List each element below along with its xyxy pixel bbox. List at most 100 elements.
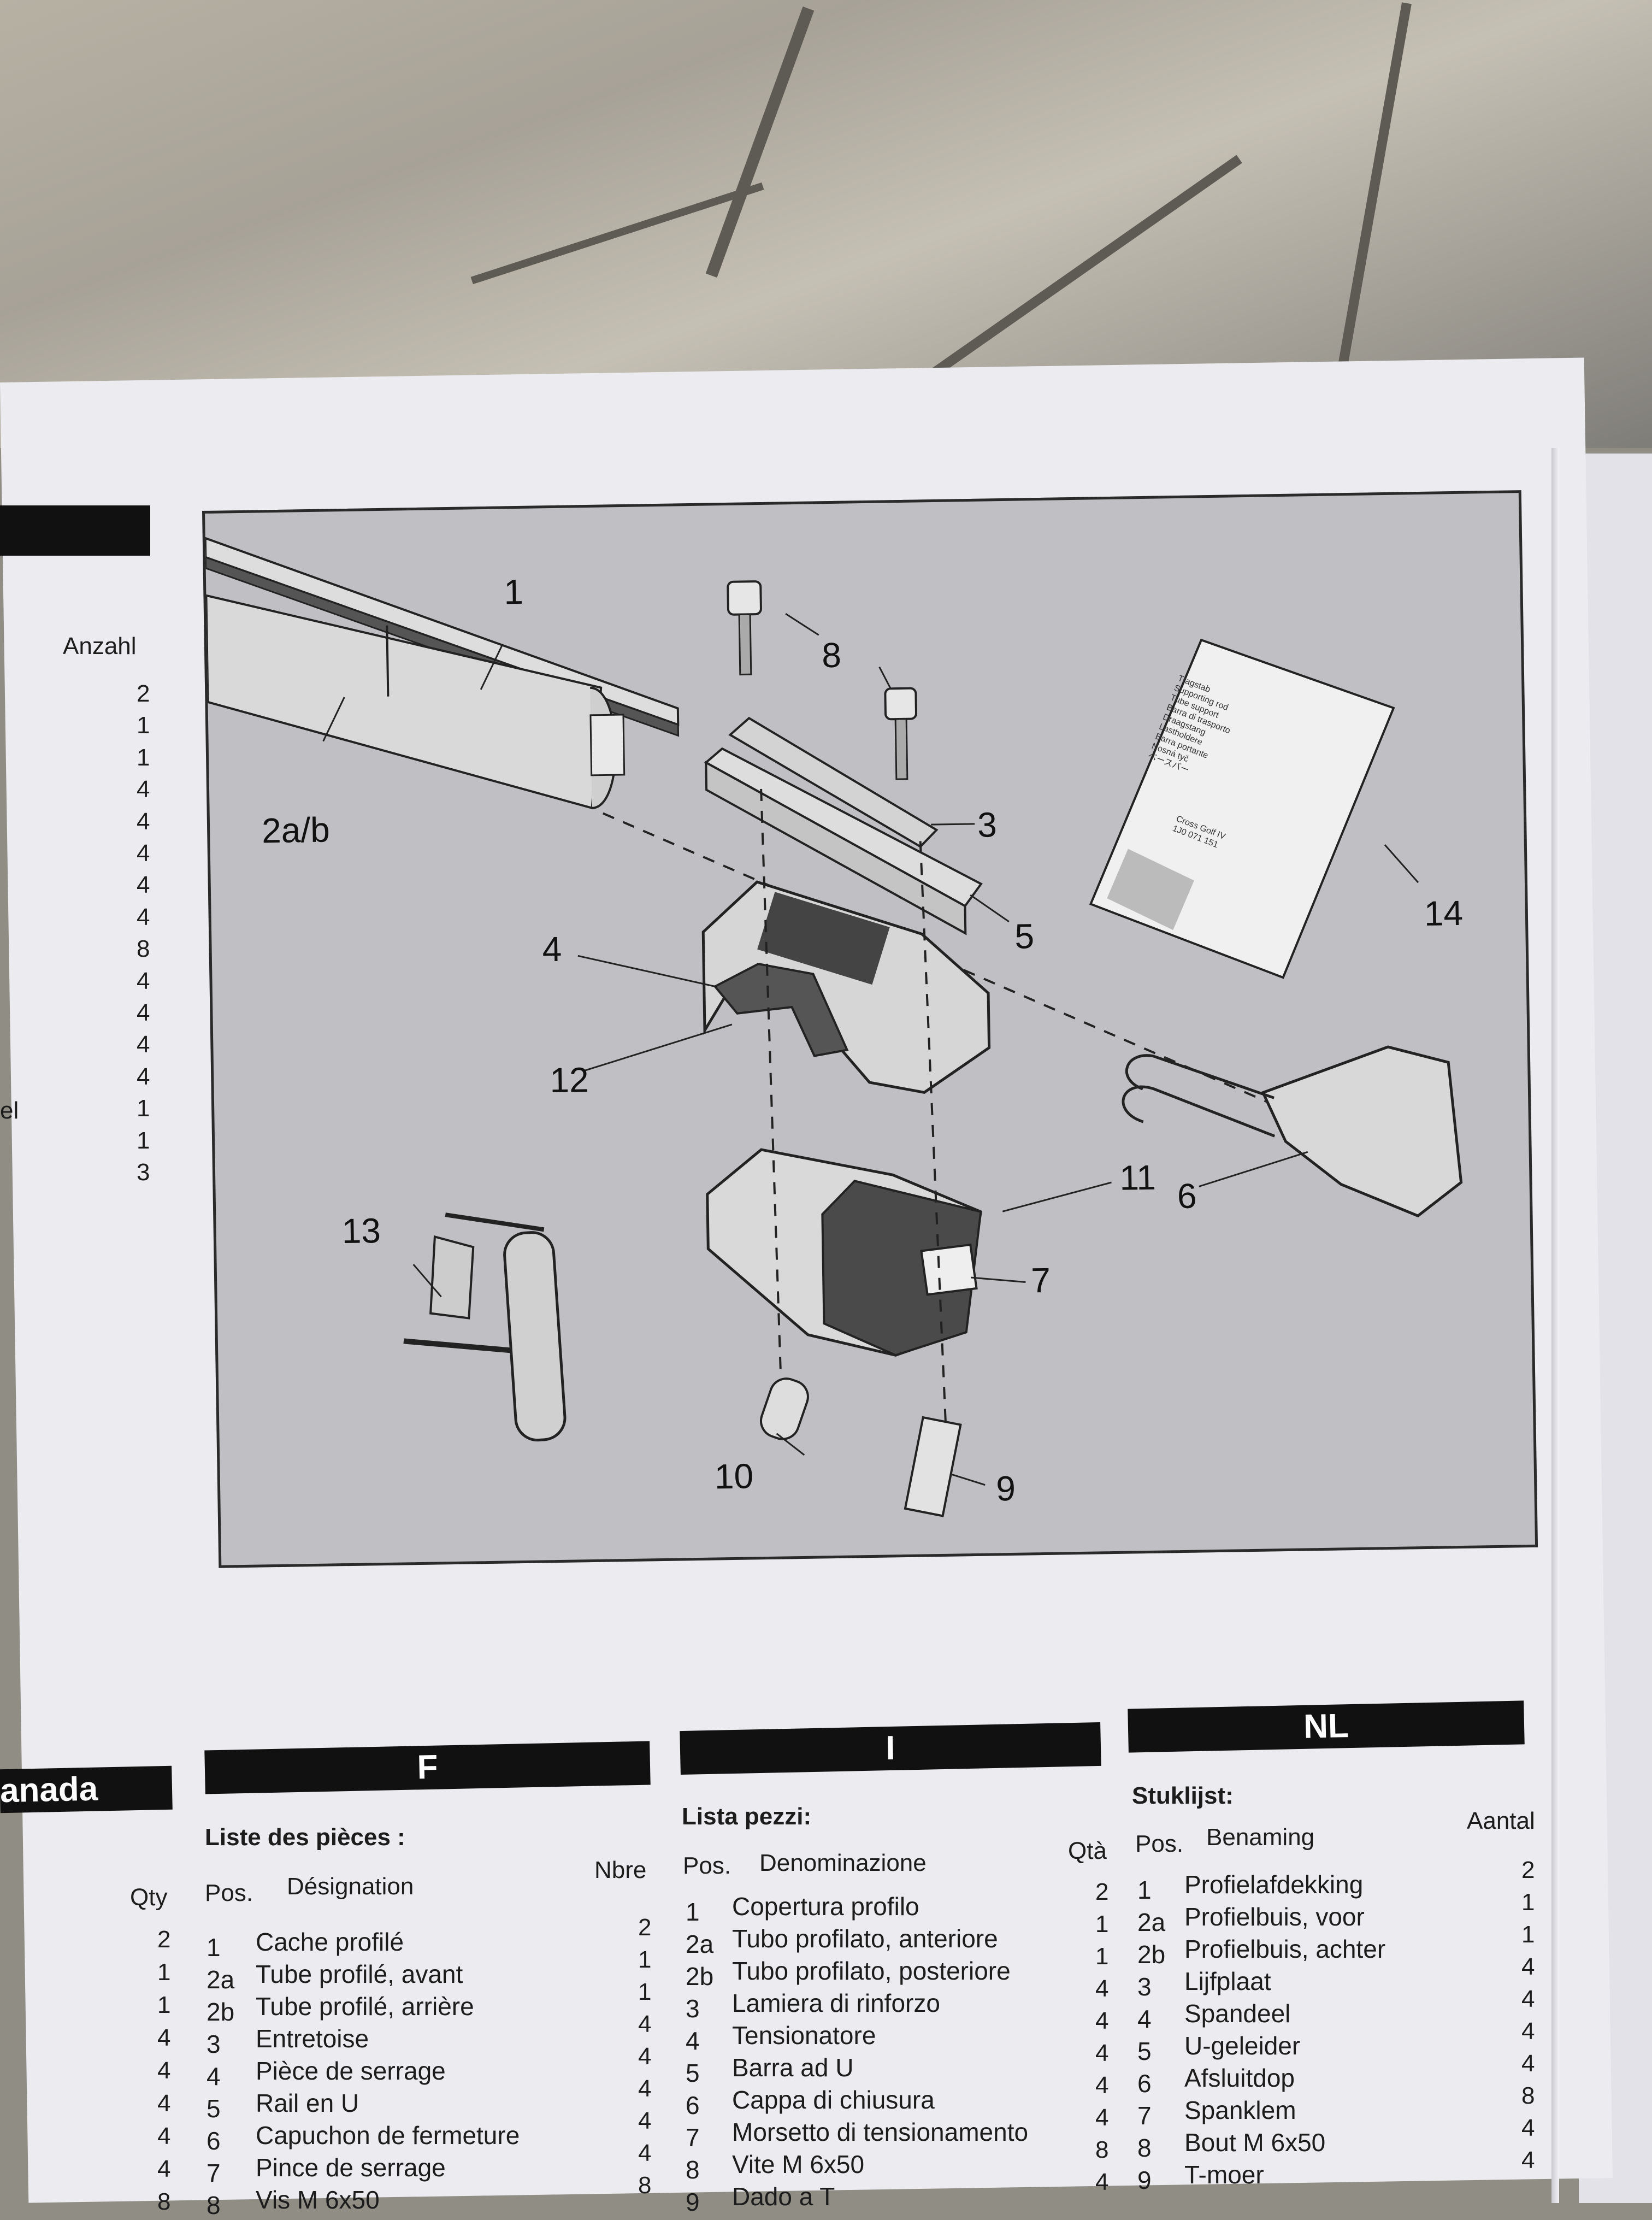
left-qty-cell: 4 [137, 871, 150, 899]
f-row-qty: 1 [638, 1946, 652, 1973]
i-row-pos: 3 [686, 1994, 700, 2023]
callout-5: 5 [1014, 916, 1035, 956]
bolt-right [884, 687, 917, 780]
i-row-pos: 8 [686, 2156, 700, 2184]
nl-row-pos: 3 [1137, 1972, 1152, 2001]
canada-qty-header: Qty [130, 1884, 168, 1911]
i-row-name: Tensionatore [732, 2021, 876, 2050]
i-row-qty: 1 [1095, 1911, 1109, 1938]
i-row-name: Tubo profilato, posteriore [732, 1957, 1011, 1985]
section-bar-i-label: I [885, 1729, 896, 1768]
left-qty-cell: 1 [137, 712, 150, 739]
section-bar-nl: NL [1128, 1700, 1525, 1753]
f-row-name: Cache profilé [256, 1928, 404, 1956]
nl-row-qty: 2 [1521, 1857, 1535, 1883]
instruction-booklet [1089, 638, 1395, 979]
nl-row-name: Bout M 6x50 [1184, 2128, 1326, 2157]
left-qty-cell: 4 [137, 1063, 150, 1090]
i-qty-header: Qtà [1068, 1838, 1107, 1864]
i-row-qty: 4 [1095, 2169, 1109, 2195]
f-row-name: Capuchon de fermeture [256, 2121, 520, 2150]
i-row-qty: 8 [1095, 2136, 1109, 2163]
f-name-header: Désignation [287, 1873, 414, 1900]
callout-12: 12 [549, 1060, 589, 1100]
nl-row-pos: 5 [1137, 2037, 1152, 2065]
f-qty-header: Nbre [594, 1857, 647, 1883]
nl-row-qty: 4 [1521, 2115, 1535, 2141]
callout-3: 3 [977, 805, 998, 845]
callout-11: 11 [1119, 1157, 1157, 1198]
exploded-diagram: 1 2a/b 8 3 5 4 12 14 6 11 7 13 10 9 Trag… [202, 490, 1538, 1568]
left-qty-cell: 1 [137, 744, 150, 771]
nl-row-pos: 2b [1137, 1940, 1166, 1969]
f-row-pos: 1 [206, 1933, 221, 1962]
nl-row-qty: 8 [1521, 2082, 1535, 2109]
nl-name-header: Benaming [1206, 1824, 1315, 1851]
left-qty-cell: 8 [137, 935, 150, 963]
canada-qty-cell: 4 [157, 2156, 171, 2182]
i-name-header: Denominazione [759, 1850, 927, 1876]
nl-row-qty: 1 [1521, 1889, 1535, 1916]
profile-tube [205, 594, 626, 810]
section-bar-canada-label: anada [0, 1770, 98, 1810]
nl-title: Stuklijst: [1132, 1782, 1234, 1809]
nl-row-name: Profielbuis, achter [1184, 1935, 1386, 1963]
i-row-qty: 4 [1095, 2072, 1109, 2099]
nl-row-name: T-moer [1184, 2160, 1264, 2189]
i-row-name: Cappa di chiusura [732, 2086, 935, 2114]
web-plate [728, 716, 939, 848]
i-row-pos: 2a [686, 1930, 714, 1958]
i-row-pos: 4 [686, 2027, 700, 2055]
nl-row-qty: 4 [1521, 1953, 1535, 1980]
nl-row-pos: 9 [1137, 2166, 1152, 2194]
section-bar-f: F [204, 1741, 651, 1794]
left-qty-header: Anzahl [63, 633, 137, 659]
callout-4: 4 [542, 929, 562, 969]
nl-row-name: Profielafdekking [1184, 1870, 1364, 1899]
callout-10: 10 [714, 1456, 754, 1497]
canada-qty-cell: 2 [157, 1926, 171, 1953]
left-qty-cell: 4 [137, 967, 150, 994]
canada-qty-cell: 1 [157, 1992, 171, 2018]
i-row-name: Morsetto di tensionamento [732, 2118, 1029, 2146]
i-title: Lista pezzi: [682, 1803, 812, 1830]
nl-qty-header: Aantal [1467, 1807, 1535, 1834]
f-row-qty: 4 [638, 2075, 652, 2102]
canada-qty-cell: 4 [157, 2123, 171, 2150]
nl-pos-header: Pos. [1135, 1830, 1184, 1857]
left-qty-cell: 1 [137, 1095, 150, 1122]
i-row-qty: 4 [1095, 2040, 1109, 2066]
i-row-qty: 4 [1095, 2104, 1109, 2131]
i-row-name: Vite M 6x50 [732, 2150, 865, 2178]
f-row-pos: 3 [206, 2030, 221, 2058]
nl-row-name: U-geleider [1184, 2031, 1301, 2060]
i-row-pos: 2b [686, 1962, 714, 1991]
canada-qty-cell: 4 [157, 2057, 171, 2084]
nl-row-pos: 2a [1137, 1908, 1166, 1936]
f-row-qty: 4 [638, 2140, 652, 2166]
mounting-tool [403, 1212, 567, 1442]
f-row-qty: 2 [638, 1914, 652, 1941]
callout-1: 1 [503, 572, 524, 612]
nl-row-qty: 1 [1521, 1921, 1535, 1948]
f-row-name: Entretoise [256, 2024, 369, 2053]
i-row-pos: 6 [686, 2091, 700, 2119]
f-row-pos: 8 [206, 2191, 221, 2219]
i-row-name: Copertura profilo [732, 1892, 919, 1921]
bolt-left [727, 580, 762, 676]
f-row-pos: 2a [206, 1965, 235, 1994]
nl-row-qty: 4 [1521, 2018, 1535, 2045]
callout-13: 13 [341, 1211, 381, 1251]
nl-row-pos: 4 [1137, 2005, 1152, 2033]
left-qty-cell: 4 [137, 1031, 150, 1058]
diagram-drawing [205, 537, 1463, 1517]
i-row-pos: 5 [686, 2059, 700, 2087]
callout-14: 14 [1424, 893, 1464, 933]
f-row-pos: 7 [206, 2159, 221, 2187]
left-qty-cell: 2 [137, 680, 150, 707]
f-row-qty: 1 [638, 1978, 652, 2005]
canada-qty-cell: 4 [157, 2024, 171, 2051]
canada-qty-cell: 4 [157, 2090, 171, 2117]
left-qty-cell: 4 [137, 903, 150, 931]
left-qty-cell: 4 [137, 808, 150, 835]
